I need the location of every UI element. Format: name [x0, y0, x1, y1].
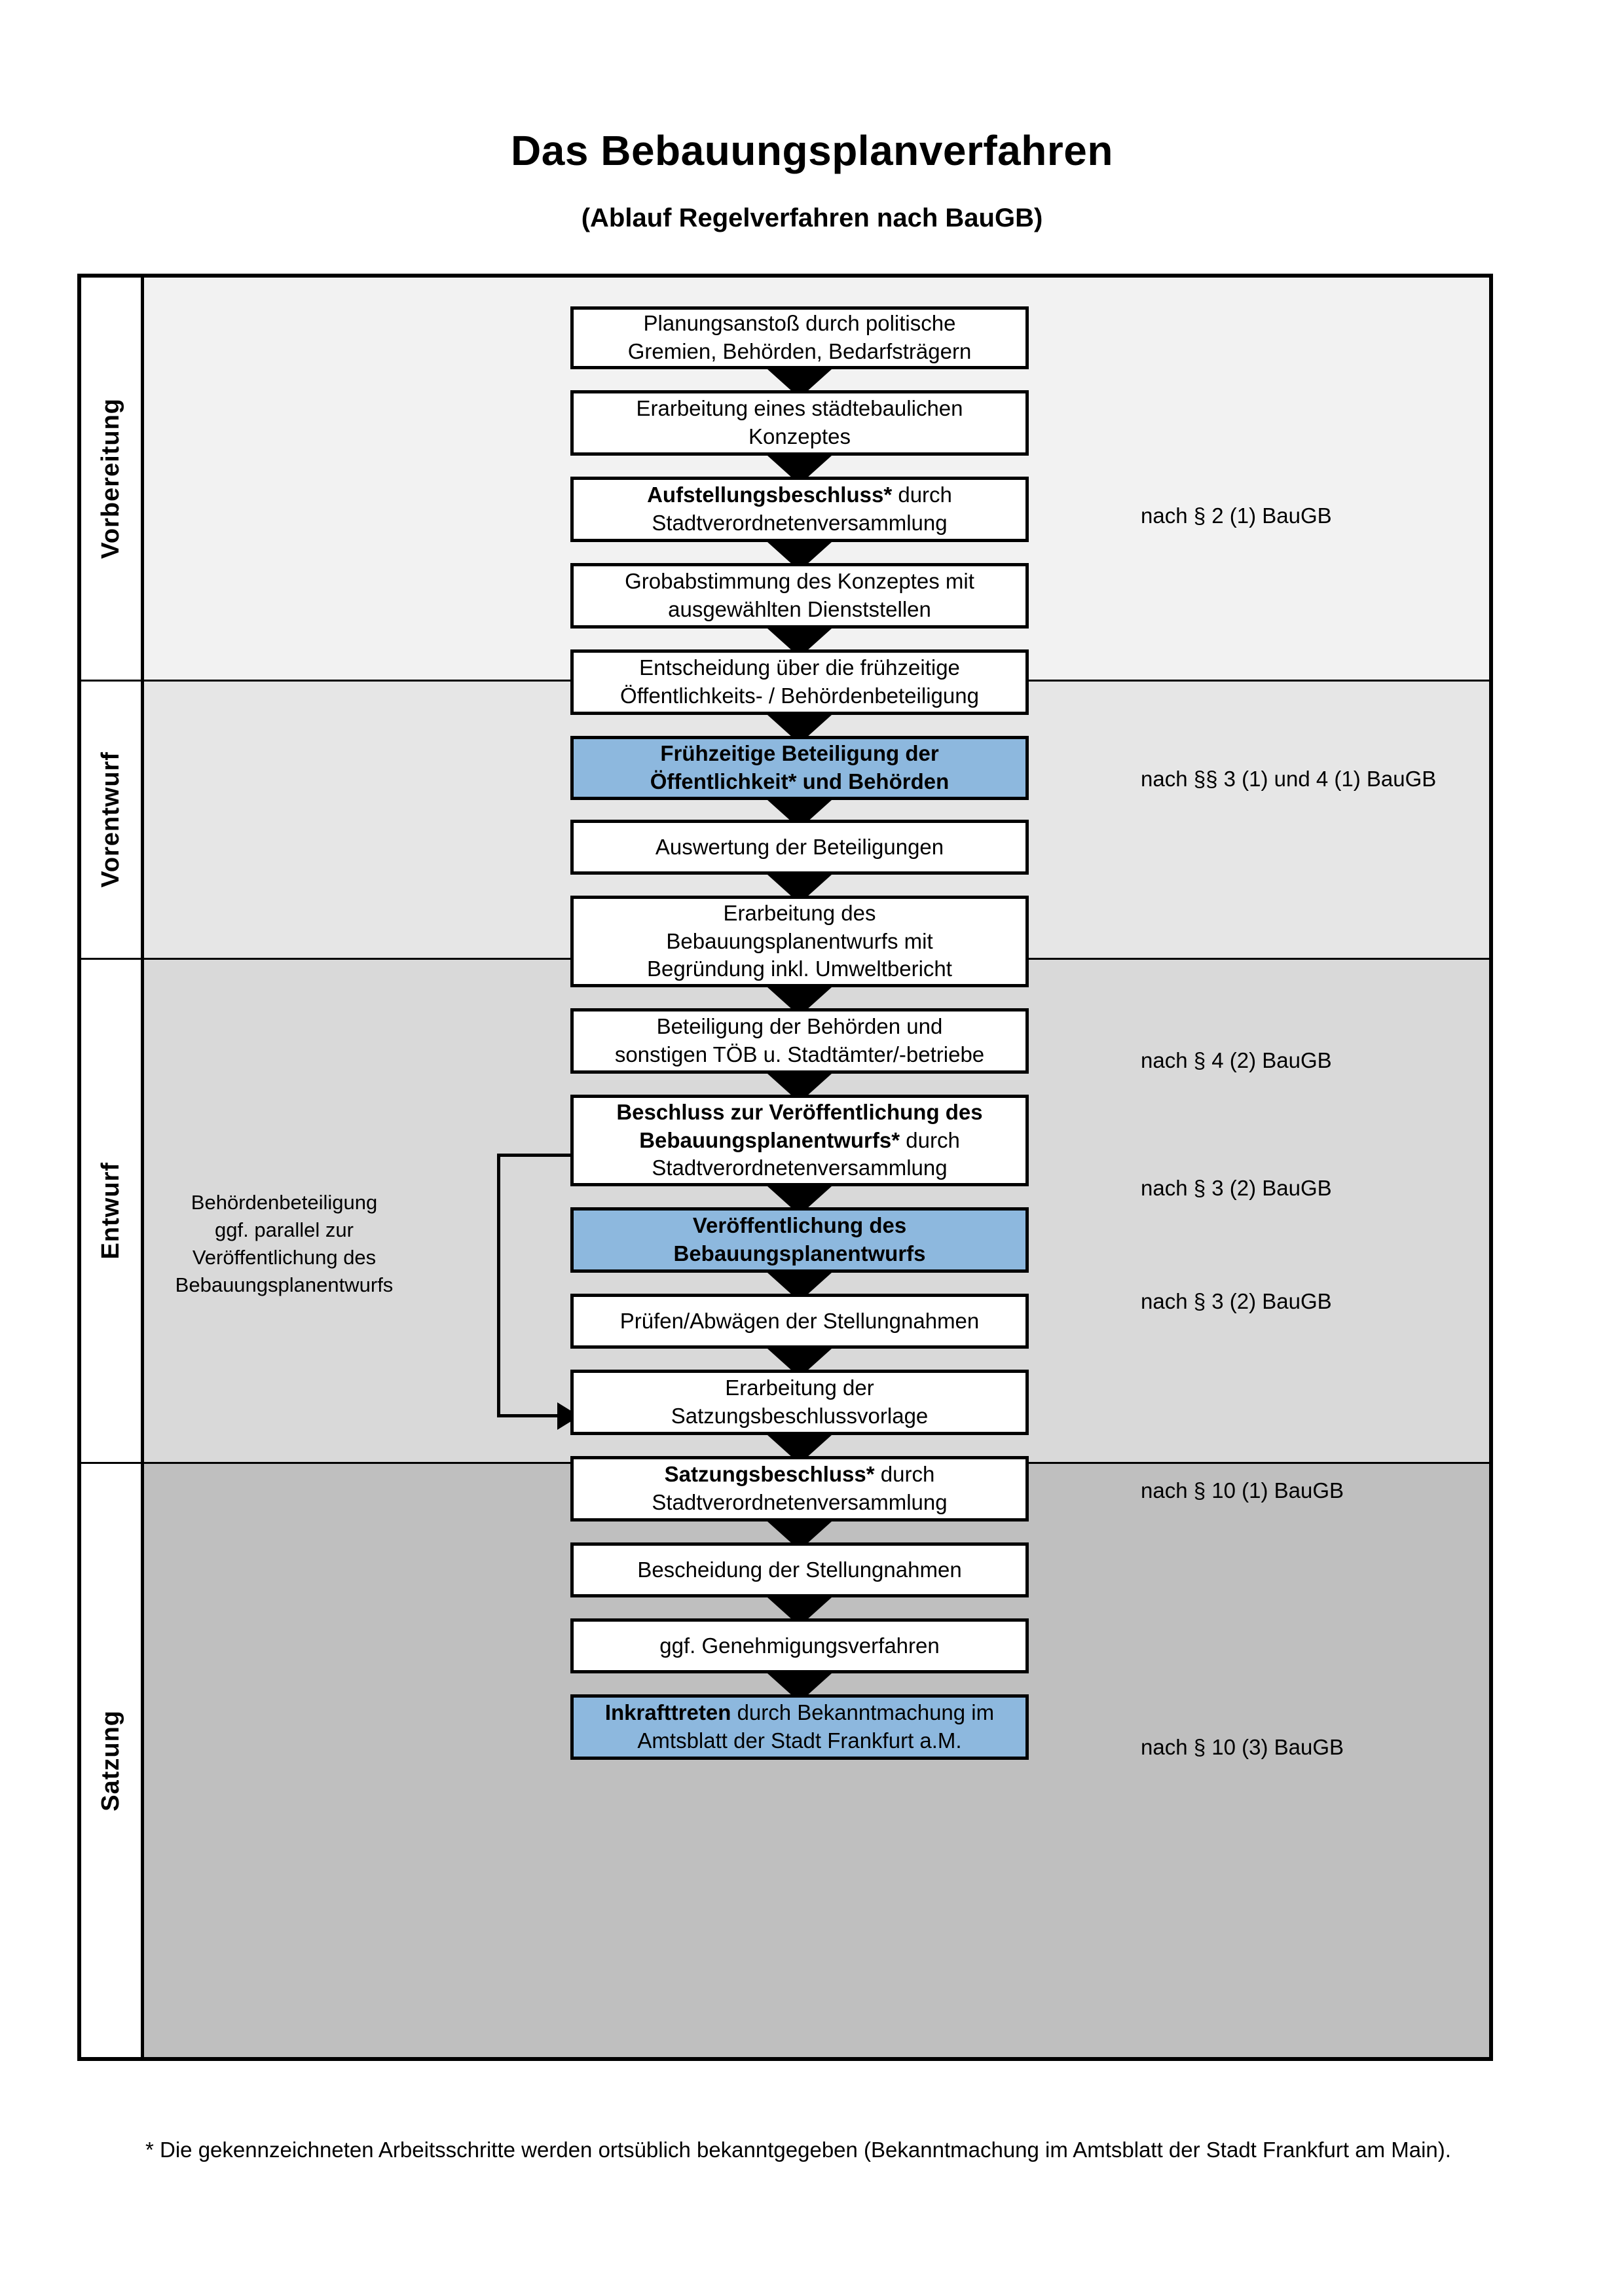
page-subtitle: (Ablauf Regelverfahren nach BauGB): [581, 204, 1043, 233]
page-title: Das Bebauungsplanverfahren: [511, 127, 1113, 174]
phase-label-col-satzung: Satzung: [81, 1464, 144, 2057]
bracket-top-segment: [497, 1154, 577, 1157]
annotation-par10-1: nach § 10 (1) BauGB: [1141, 1478, 1344, 1503]
flow-step-erarbeitung-satzungsvorlage[interactable]: Erarbeitung der Satzungsbeschlussvorlage: [570, 1370, 1029, 1435]
flow-step-satzungsbeschluss[interactable]: Satzungsbeschluss* durch Stadtverordnete…: [570, 1456, 1029, 1522]
flow-step-text: Beteiligung der Behörden und sonstigen T…: [614, 1014, 985, 1066]
phase-label-col-vorbereitung: Vorbereitung: [81, 278, 144, 680]
phase-label-vorbereitung: Vorbereitung: [97, 398, 124, 559]
flow-step-text: Bescheidung der Stellungnahmen: [637, 1557, 962, 1582]
bracket-vertical-segment: [497, 1154, 500, 1417]
phase-label-col-entwurf: Entwurf: [81, 960, 144, 1462]
bracket-bottom-segment: [497, 1414, 557, 1417]
flow-step-text: ggf. Genehmigungsverfahren: [659, 1633, 940, 1658]
flow-step-beteiligung-behoerden-toeb[interactable]: Beteiligung der Behörden und sonstigen T…: [570, 1008, 1029, 1074]
flow-step-text: Grobabstimmung des Konzeptes mit ausgewä…: [625, 569, 974, 621]
phase-label-entwurf: Entwurf: [97, 1162, 124, 1260]
flow-step-text: Aufstellungsbeschluss* durch Stadtverord…: [647, 483, 952, 535]
footnote: * Die gekennzeichneten Arbeitsschritte w…: [145, 2138, 1451, 2162]
flow-step-text: Inkrafttreten durch Bekanntmachung im Am…: [604, 1700, 995, 1753]
flow-step-text: Planungsanstoß durch politische Gremien,…: [627, 311, 972, 363]
flow-step-beschluss-veroeffentlichung[interactable]: Beschluss zur Veröffentlichung des Bebau…: [570, 1095, 1029, 1186]
flow-step-text: Entscheidung über die frühzeitige Öffent…: [620, 655, 979, 708]
flow-step-planungsanstoss[interactable]: Planungsanstoß durch politische Gremien,…: [570, 306, 1029, 369]
flow-step-text: Veröffentlichung des Bebauungsplanentwur…: [673, 1213, 926, 1266]
flow-step-aufstellungsbeschluss[interactable]: Aufstellungsbeschluss* durch Stadtverord…: [570, 477, 1029, 542]
phase-label-col-vorentwurf: Vorentwurf: [81, 682, 144, 958]
flow-step-grobabstimmung[interactable]: Grobabstimmung des Konzeptes mit ausgewä…: [570, 563, 1029, 629]
flow-step-genehmigungsverfahren[interactable]: ggf. Genehmigungsverfahren: [570, 1618, 1029, 1673]
flow-step-text: Beschluss zur Veröffentlichung des Bebau…: [616, 1099, 983, 1180]
flow-step-fruehzeitige-beteiligung[interactable]: Frühzeitige Beteiligung der Öffentlichke…: [570, 736, 1029, 800]
flow-step-text: Satzungsbeschluss* durch Stadtverordnete…: [652, 1462, 948, 1514]
page-header: Das Bebauungsplanverfahren (Ablauf Regel…: [0, 127, 1624, 233]
side-note-behoerdenbeteiligung: Behördenbeteiligung ggf. parallel zur Ve…: [175, 1191, 394, 1297]
flow-step-bescheidung-stellungnahmen[interactable]: Bescheidung der Stellungnahmen: [570, 1542, 1029, 1597]
flow-step-staedtebauliches-konzept[interactable]: Erarbeitung eines städtebaulichen Konzep…: [570, 390, 1029, 456]
flow-step-text: Prüfen/Abwägen der Stellungnahmen: [619, 1308, 980, 1333]
diagram-frame: Vorbereitung Vorentwurf Entwurf Satzung: [77, 274, 1493, 2061]
flow-step-text: Erarbeitung der Satzungsbeschlussvorlage: [671, 1376, 929, 1428]
flow-step-entscheidung-fruehzeitige[interactable]: Entscheidung über die frühzeitige Öffent…: [570, 649, 1029, 715]
annotation-par4-2: nach § 4 (2) BauGB: [1141, 1048, 1332, 1072]
annotation-par3-4-1: nach §§ 3 (1) und 4 (1) BauGB: [1141, 767, 1437, 791]
flow-step-text: Frühzeitige Beteiligung der Öffentlichke…: [650, 741, 950, 793]
flow-step-inkrafttreten[interactable]: Inkrafttreten durch Bekanntmachung im Am…: [570, 1694, 1029, 1760]
annotation-par3-2-a: nach § 3 (2) BauGB: [1141, 1176, 1332, 1200]
flow-step-text: Erarbeitung eines städtebaulichen Konzep…: [636, 396, 963, 448]
flow-step-text: Erarbeitung des Bebauungsplanentwurfs mi…: [647, 900, 952, 981]
flow-step-pruefen-abwaegen[interactable]: Prüfen/Abwägen der Stellungnahmen: [570, 1294, 1029, 1349]
phase-label-satzung: Satzung: [97, 1709, 124, 1812]
phase-label-vorentwurf: Vorentwurf: [97, 752, 124, 888]
flow-step-auswertung-beteiligungen[interactable]: Auswertung der Beteiligungen: [570, 820, 1029, 875]
annotation-par2-1: nach § 2 (1) BauGB: [1141, 503, 1332, 528]
annotation-par3-2-b: nach § 3 (2) BauGB: [1141, 1289, 1332, 1313]
annotation-par10-3: nach § 10 (3) BauGB: [1141, 1735, 1344, 1759]
flow-step-erarbeitung-bebauungsplanentwurf[interactable]: Erarbeitung des Bebauungsplanentwurfs mi…: [570, 896, 1029, 987]
flow-step-veroeffentlichung-entwurf[interactable]: Veröffentlichung des Bebauungsplanentwur…: [570, 1207, 1029, 1273]
flow-step-text: Auswertung der Beteiligungen: [655, 834, 944, 859]
